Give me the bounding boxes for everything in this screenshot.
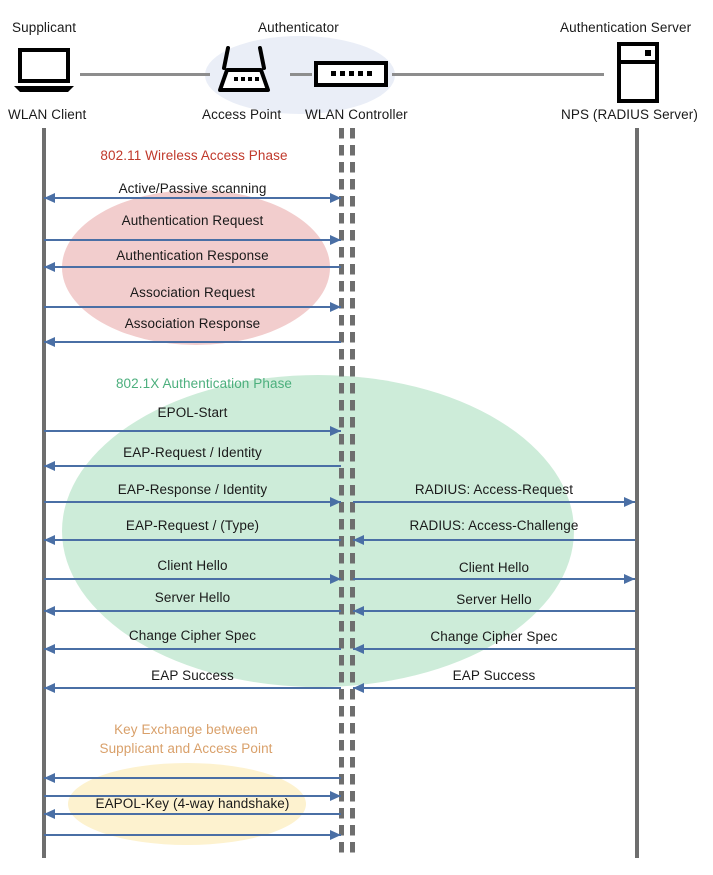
actor-role-supplicant: Supplicant: [12, 20, 77, 35]
message-line: [44, 648, 341, 650]
arrowhead-right-icon: [330, 830, 341, 840]
message-line: [44, 813, 341, 815]
message-line: [353, 539, 635, 541]
arrowhead-left-icon: [44, 461, 55, 471]
message-line: [44, 430, 341, 432]
message-label: Server Hello: [154, 590, 231, 605]
arrowhead-left-icon: [44, 644, 55, 654]
arrowhead-left-icon: [44, 683, 55, 693]
lifeline-access-point: [339, 128, 344, 858]
message-label: Change Cipher Spec: [430, 629, 558, 644]
message-line: [44, 266, 341, 268]
wire-controller-to-nps: [392, 73, 604, 76]
message-label: EAP-Request / (Type): [125, 518, 260, 533]
phase-8021x-blob: [62, 375, 574, 687]
message-label: EAP-Request / Identity: [123, 445, 262, 460]
message-line: [353, 648, 635, 650]
message-line: [44, 539, 341, 541]
actor-name-nps-radius-server: NPS (RADIUS Server): [561, 107, 698, 122]
arrowhead-right-icon: [624, 574, 635, 584]
message-label: Authentication Response: [116, 248, 269, 263]
message-line: [44, 501, 341, 503]
arrowhead-left-icon: [353, 606, 364, 616]
actor-name-wlan-client: WLAN Client: [8, 107, 87, 122]
arrowhead-left-icon: [44, 773, 55, 783]
phase-caption-80211: 802.11 Wireless Access Phase: [100, 148, 288, 163]
actor-name-access-point: Access Point: [202, 107, 282, 122]
message-label: EAPOL-Key (4-way handshake): [95, 796, 290, 811]
message-label: EAP Success: [151, 668, 234, 683]
arrowhead-left-icon: [353, 683, 364, 693]
phase-keyexchange-blob: [68, 763, 306, 845]
actor-name-wlan-controller: WLAN Controller: [305, 107, 408, 122]
message-line: [44, 610, 341, 612]
message-line: [44, 834, 341, 836]
phase-caption-keyexchange: Key Exchange between Supplicant and Acce…: [99, 722, 273, 756]
arrowhead-right-icon: [330, 235, 341, 245]
arrowhead-right-icon: [330, 302, 341, 312]
actor-role-authentication-server: Authentication Server: [560, 20, 692, 35]
arrowhead-left-icon: [44, 606, 55, 616]
arrowhead-left-icon: [44, 535, 55, 545]
message-label: RADIUS: Access-Request: [414, 482, 574, 497]
message-line: [353, 610, 635, 612]
network-switch-icon: [314, 60, 388, 88]
arrowhead-right-icon: [624, 497, 635, 507]
message-label: EAP-Response / Identity: [117, 482, 268, 497]
message-label: Client Hello: [458, 560, 530, 575]
arrowhead-left-icon: [44, 809, 55, 819]
message-line: [353, 687, 635, 689]
message-line: [44, 465, 341, 467]
message-label: Change Cipher Spec: [128, 628, 257, 643]
message-line: [353, 578, 635, 580]
arrowhead-left-icon: [44, 193, 55, 203]
message-line: [44, 795, 341, 797]
message-label: RADIUS: Access-Challenge: [409, 518, 579, 533]
message-line: [44, 197, 341, 199]
arrowhead-left-icon: [44, 337, 55, 347]
message-label: Active/Passive scanning: [118, 181, 267, 196]
message-line: [44, 687, 341, 689]
message-label: EPOL-Start: [157, 405, 228, 420]
arrowhead-right-icon: [330, 426, 341, 436]
arrowhead-right-icon: [330, 497, 341, 507]
wire-client-to-ap: [80, 73, 210, 76]
server-rack-icon: [616, 42, 660, 104]
actor-role-authenticator: Authenticator: [258, 20, 339, 35]
message-line: [44, 578, 341, 580]
message-label: Association Response: [124, 316, 261, 331]
lifeline-nps-server: [635, 128, 639, 858]
message-label: Association Request: [130, 285, 255, 300]
message-line: [353, 501, 635, 503]
arrowhead-left-icon: [353, 535, 364, 545]
message-label: Client Hello: [157, 558, 228, 573]
arrowhead-right-icon: [330, 574, 341, 584]
wire-ap-to-controller: [290, 73, 312, 76]
message-line: [44, 239, 341, 241]
message-line: [44, 777, 341, 779]
lifeline-wlan-controller: [350, 128, 355, 858]
message-label: Authentication Request: [121, 213, 264, 228]
arrowhead-left-icon: [353, 644, 364, 654]
message-line: [44, 341, 341, 343]
arrowhead-right-icon: [330, 193, 341, 203]
message-line: [44, 306, 341, 308]
arrowhead-right-icon: [330, 791, 341, 801]
laptop-icon: [12, 48, 80, 94]
message-label: EAP Success: [452, 668, 536, 683]
wireless-router-icon: [214, 46, 276, 94]
arrowhead-left-icon: [44, 262, 55, 272]
phase-caption-8021x: 802.1X Authentication Phase: [115, 376, 293, 391]
lifeline-supplicant: [42, 128, 46, 858]
message-label: Server Hello: [456, 592, 532, 607]
